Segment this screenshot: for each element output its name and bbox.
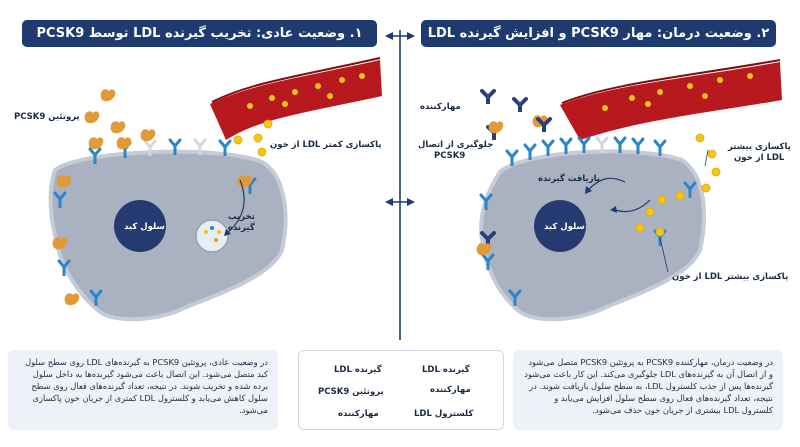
panel1-caption: در وضعیت عادی، پروتئین PCSK9 به گیرنده‌ه… — [8, 350, 278, 430]
legend-inhibitor: مهارکننده — [430, 385, 471, 395]
label-more-clearance-top-1: پاکسازی بیشتر — [728, 142, 791, 152]
label-block-2: PCSK9 — [434, 151, 466, 161]
panel2-liver-cell — [479, 149, 706, 322]
label-destruction-2: گیرنده — [228, 223, 255, 233]
panel1-title: ۱. وضعیت عادی: تخریب گیرنده LDL توسط PCS… — [22, 20, 377, 47]
label-liver-cell-2: سلول کبد — [544, 222, 585, 232]
panel1-liver-cell — [48, 149, 288, 322]
panel2-vessel — [560, 59, 782, 140]
label-destruction-1: تخریب — [228, 212, 255, 222]
panel2-title: ۲. وضعیت درمان: مهار PCSK9 و افزایش گیرن… — [421, 20, 776, 47]
legend-ldl-cholesterol: کلسترول LDL — [414, 409, 474, 419]
legend — [298, 350, 504, 430]
label-inhibitor: مهارکننده — [420, 102, 461, 112]
legend-ldl-receptor-inactive: گیرنده LDL — [334, 365, 382, 375]
label-pcsk9-protein: پروتئین PCSK9 — [14, 112, 80, 122]
label-less-clearance: پاکسازی کمتر LDL از خون — [270, 140, 382, 150]
legend-ldl-receptor: گیرنده LDL — [422, 365, 470, 375]
label-liver-cell-1: سلول کبد — [124, 222, 165, 232]
label-more-clearance-top-2: LDL از خون — [734, 153, 785, 163]
label-block-1: جلوگیری از اتصال — [418, 140, 494, 150]
panel2-caption: در وضعیت درمان، مهارکننده PCSK9 به پروتئ… — [513, 350, 783, 430]
label-recycling: بازیافت گیرنده — [538, 174, 601, 184]
label-more-clearance-bottom: پاکسازی بیشتر LDL از خون — [672, 272, 789, 282]
legend-pcsk9-protein: پروتئین PCSK9 — [318, 387, 384, 397]
panel1-vessel — [210, 57, 382, 140]
legend-inhibitor-bound: مهارکننده — [338, 409, 379, 419]
